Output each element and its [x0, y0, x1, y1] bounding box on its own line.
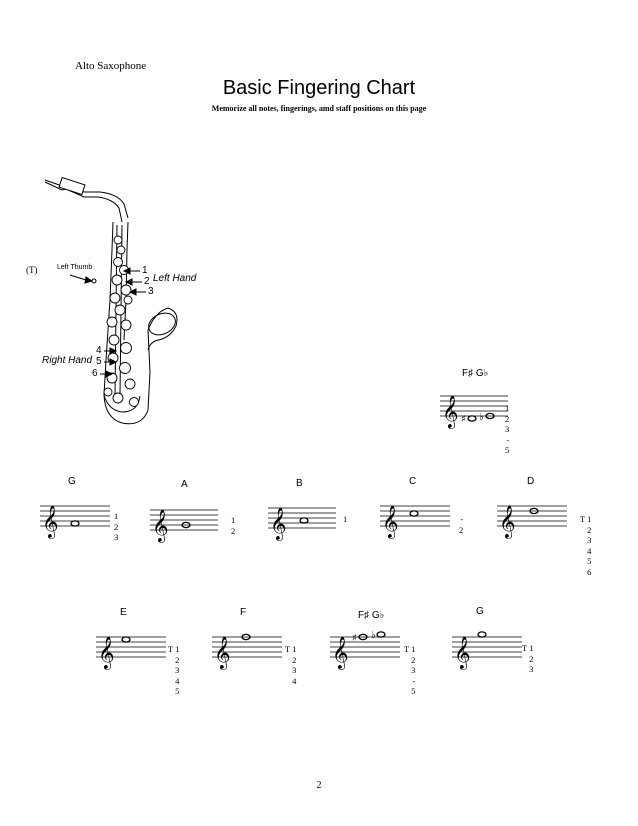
- whole-note-icon: [181, 521, 191, 529]
- staff-f: 𝄞: [212, 633, 282, 670]
- note-label-d: D: [527, 476, 535, 487]
- note-label-fsharp-high: F♯ G♭: [358, 610, 385, 621]
- note-label-g-high: G: [476, 606, 484, 617]
- treble-clef-icon: 𝄞: [499, 505, 516, 539]
- thumb-marker: (T): [26, 265, 38, 275]
- treble-clef-icon: 𝄞: [98, 636, 115, 670]
- whole-note-icon: [409, 510, 419, 517]
- note-label-g-low: G: [68, 476, 76, 487]
- note-label-b: B: [296, 478, 303, 489]
- note-label-c: C: [409, 476, 417, 487]
- page-number: 2: [316, 780, 322, 791]
- note-label-f: F: [240, 607, 247, 618]
- key-number-3: 3: [148, 286, 154, 297]
- staff-b: 𝄞: [268, 507, 336, 541]
- key-number-6: 6: [92, 368, 98, 379]
- fingering-b: 1: [343, 514, 348, 524]
- treble-clef-icon: 𝄞: [442, 395, 459, 429]
- key-number-2: 2: [144, 276, 150, 287]
- flat-icon: ♭: [371, 630, 376, 641]
- whole-note-icon: [241, 633, 251, 641]
- key-number-5: 5: [96, 356, 102, 367]
- treble-clef-icon: 𝄞: [332, 636, 349, 670]
- fingering-c: -2: [459, 514, 464, 535]
- staff-e: 𝄞: [96, 636, 166, 670]
- right-hand-label: Right Hand: [42, 355, 93, 366]
- whole-note-icon: [376, 631, 386, 638]
- note-label-fsharp-low: F♯ G♭: [462, 368, 489, 379]
- staff-fsharp-high: 𝄞 ♯ ♭: [330, 630, 400, 670]
- page-title: Basic Fingering Chart: [222, 77, 416, 99]
- left-thumb-label: Left Thumb: [57, 264, 93, 271]
- whole-note-icon: [70, 520, 80, 527]
- treble-clef-icon: 𝄞: [42, 505, 59, 539]
- staff-fsharp-low: 𝄞 ♯ ♭: [440, 395, 508, 429]
- whole-note-icon: [299, 517, 309, 524]
- sharp-icon: ♯: [352, 633, 357, 644]
- whole-note-icon: [529, 507, 539, 515]
- treble-clef-icon: 𝄞: [454, 636, 471, 670]
- staff-g-low: 𝄞: [40, 505, 110, 539]
- whole-note-icon: [467, 415, 477, 422]
- whole-note-icon: [358, 633, 368, 641]
- treble-clef-icon: 𝄞: [152, 509, 169, 543]
- treble-clef-icon: 𝄞: [382, 505, 399, 539]
- staff-c: 𝄞: [380, 505, 450, 539]
- flat-icon: ♭: [479, 412, 484, 423]
- left-hand-label: Left Hand: [153, 273, 197, 284]
- staff-g-high: 𝄞: [452, 631, 522, 670]
- staff-a: 𝄞: [150, 509, 218, 543]
- key-number-1: 1: [142, 265, 148, 276]
- instrument-name: Alto Saxophone: [75, 60, 147, 72]
- whole-note-icon: [485, 412, 495, 420]
- whole-note-icon: [121, 636, 131, 643]
- staff-d: 𝄞: [497, 505, 567, 539]
- whole-note-icon: [477, 631, 487, 638]
- note-label-a: A: [181, 479, 188, 490]
- sharp-icon: ♯: [461, 414, 466, 425]
- key-number-4: 4: [96, 345, 102, 356]
- treble-clef-icon: 𝄞: [270, 507, 287, 541]
- treble-clef-icon: 𝄞: [214, 636, 231, 670]
- page-subtitle: Memorize all notes, fingerings, amd staf…: [211, 104, 427, 113]
- note-label-e: E: [120, 607, 127, 618]
